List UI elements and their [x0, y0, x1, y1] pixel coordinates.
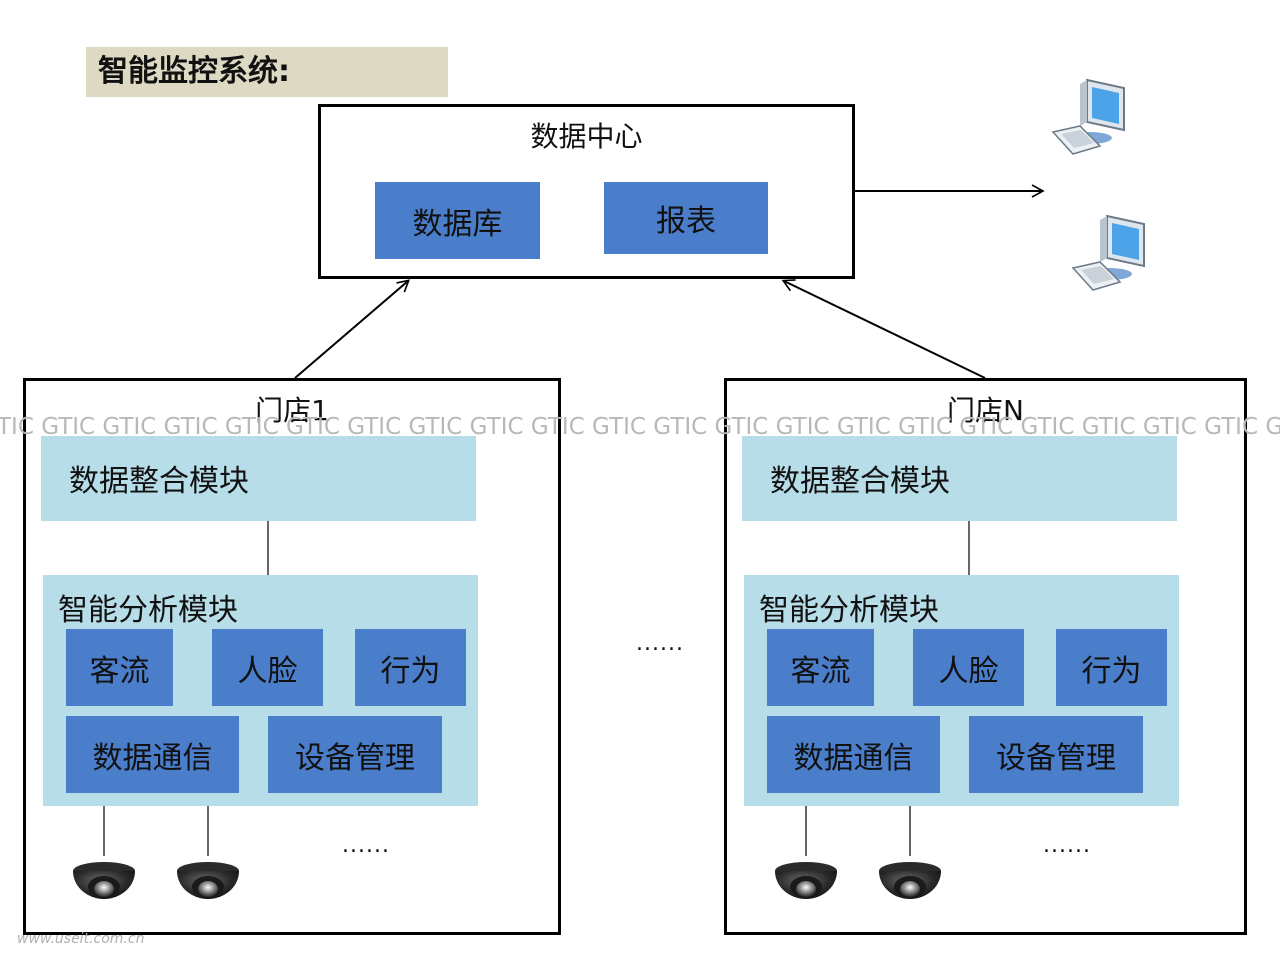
- database-box: 数据库: [375, 182, 540, 259]
- footer-watermark: www.useit.com.cn: [17, 931, 145, 947]
- store-1-module-communication: 数据通信: [66, 716, 239, 793]
- store-n-module-device-mgmt: 设备管理: [969, 716, 1143, 793]
- store-1-module-traffic: 客流: [66, 629, 173, 706]
- store-n-module-traffic: 客流: [767, 629, 874, 706]
- report-box: 报表: [604, 182, 768, 254]
- store-n-more-cameras: ......: [1043, 833, 1091, 858]
- arrow-storeN-to-center: [781, 279, 986, 379]
- data-center-frame: 数据中心 数据库 报表: [318, 104, 855, 279]
- watermark-row: GTIC GTIC GTIC GTIC GTIC GTIC GTIC GTIC …: [0, 414, 1280, 440]
- camera-icon: [73, 862, 135, 899]
- camera-icon: [879, 862, 941, 899]
- arrow-store1-to-center: [294, 279, 411, 379]
- store-1-module-behavior: 行为: [355, 629, 466, 706]
- computer-icon: [1051, 78, 1125, 155]
- store-1-frame: 门店1 数据整合模块 智能分析模块 客流 人脸 行为 数据通信 设备管理 ...…: [23, 378, 561, 935]
- data-center-title: 数据中心: [530, 120, 643, 153]
- store-n-analysis-module: 智能分析模块 客流 人脸 行为 数据通信 设备管理: [744, 575, 1179, 806]
- page-title: 智能监控系统:: [86, 47, 448, 97]
- computer-icon: [1071, 214, 1145, 291]
- middle-ellipsis: ......: [636, 631, 684, 656]
- store-n-integration-module: 数据整合模块: [742, 436, 1177, 521]
- store-1-integration-module: 数据整合模块: [41, 436, 476, 521]
- store-1-more-cameras: ......: [342, 833, 390, 858]
- store-n-title: 门店N: [947, 394, 1024, 427]
- store-1-title: 门店1: [255, 394, 329, 427]
- store-1-analysis-module: 智能分析模块 客流 人脸 行为 数据通信 设备管理: [43, 575, 478, 806]
- store-n-frame: 门店N 数据整合模块 智能分析模块 客流 人脸 行为 数据通信 设备管理 ...…: [724, 378, 1247, 935]
- store-n-module-face: 人脸: [913, 629, 1024, 706]
- store-1-module-device-mgmt: 设备管理: [268, 716, 442, 793]
- camera-icon: [177, 862, 239, 899]
- store-1-module-face: 人脸: [212, 629, 323, 706]
- camera-icon: [775, 862, 837, 899]
- store-n-module-communication: 数据通信: [767, 716, 940, 793]
- store-n-module-behavior: 行为: [1056, 629, 1167, 706]
